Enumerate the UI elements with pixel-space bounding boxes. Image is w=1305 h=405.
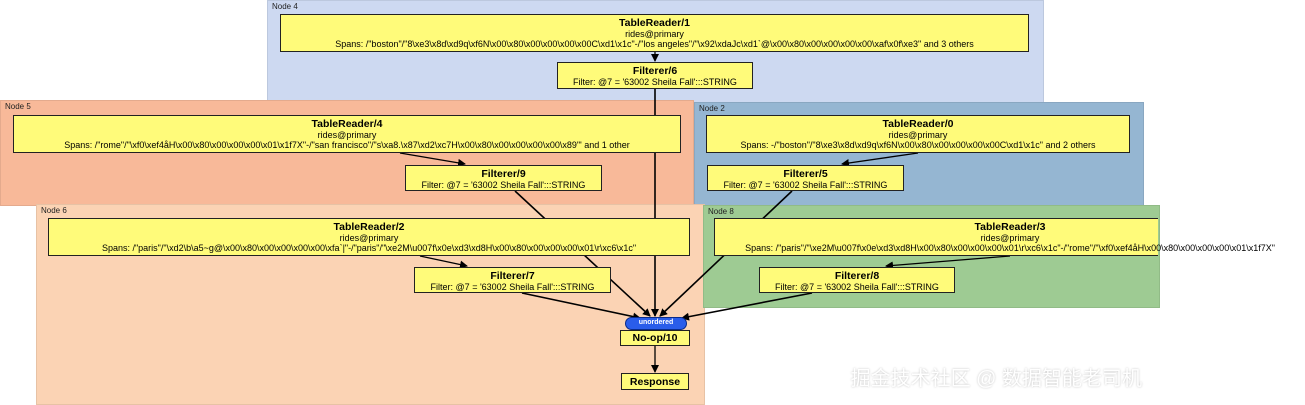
node-title: TableReader/3 xyxy=(974,221,1046,233)
node-spans: Spans: /"boston"/"8\xe3\x8d\xd9q\xf6N\x0… xyxy=(335,39,974,49)
edge-tr2-f7 xyxy=(419,255,468,269)
edge-layer xyxy=(399,52,1011,373)
node-title: TableReader/0 xyxy=(882,118,954,130)
node-title: Filterer/7 xyxy=(490,270,535,282)
node-index: rides@primary xyxy=(339,233,399,243)
node-title: Response xyxy=(629,376,681,388)
node-filter: Filter: @7 = '63002 Sheila Fall':::STRIN… xyxy=(430,282,595,292)
table-reader-3: TableReader/3 rides@primary Spans: /"par… xyxy=(714,218,1275,256)
filterer-5: Filterer/5 Filter: @7 = '63002 Sheila Fa… xyxy=(707,165,904,191)
badge-label: unordered xyxy=(638,319,674,326)
node-filter: Filter: @7 = '63002 Sheila Fall':::STRIN… xyxy=(573,77,737,87)
unordered-badge: unordered xyxy=(625,317,687,330)
region-label: Node 8 xyxy=(708,207,734,216)
watermark: 掘金技术社区 @ 数据智能老司机 xyxy=(850,368,1142,390)
node-spans: Spans: /"rome"/"\xf0\xef4åH\x00\x80\x00\… xyxy=(64,140,630,150)
node-index: rides@primary xyxy=(980,233,1040,243)
filterer-8: Filterer/8 Filter: @7 = '63002 Sheila Fa… xyxy=(759,267,955,293)
node-title: TableReader/2 xyxy=(333,221,405,233)
table-reader-4: TableReader/4 rides@primary Spans: /"rom… xyxy=(13,115,681,153)
response-node: Response xyxy=(621,373,689,390)
edge-tr4-f9 xyxy=(399,152,466,167)
filterer-7: Filterer/7 Filter: @7 = '63002 Sheila Fa… xyxy=(414,267,611,293)
table-reader-1: TableReader/1 rides@primary Spans: /"bos… xyxy=(280,14,1029,52)
node-spans: Spans: -/"boston"/"8\xe3\x8d\xd9q\xf6N\x… xyxy=(740,140,1096,150)
node-title: Filterer/6 xyxy=(632,65,678,77)
noop-10: No-op/10 xyxy=(620,330,690,346)
node-index: rides@primary xyxy=(317,130,377,140)
node-index: rides@primary xyxy=(625,29,684,39)
node-spans: Spans: /"paris"/"\xd2\b\a5~g@\x00\x80\x0… xyxy=(101,243,637,253)
node-title: Filterer/9 xyxy=(481,168,526,180)
node-title: No-op/10 xyxy=(632,332,678,344)
edge-tr3-f8 xyxy=(885,255,1011,270)
table-reader-0: TableReader/0 rides@primary Spans: -/"bo… xyxy=(706,115,1130,153)
filterer-9: Filterer/9 Filter: @7 = '63002 Sheila Fa… xyxy=(405,165,602,191)
node-filter: Filter: @7 = '63002 Sheila Fall':::STRIN… xyxy=(775,282,939,292)
node-title: TableReader/1 xyxy=(618,17,690,29)
node-index: rides@primary xyxy=(888,130,948,140)
region-label: Node 6 xyxy=(41,206,67,215)
region-label: Node 4 xyxy=(272,2,298,11)
node-title: Filterer/5 xyxy=(783,168,828,180)
node-filter: Filter: @7 = '63002 Sheila Fall':::STRIN… xyxy=(723,180,888,190)
region-label: Node 2 xyxy=(699,104,725,113)
node-title: TableReader/4 xyxy=(311,118,383,130)
node-title: Filterer/8 xyxy=(834,270,880,282)
region-label: Node 5 xyxy=(5,102,31,111)
filterer-6: Filterer/6 Filter: @7 = '63002 Sheila Fa… xyxy=(557,62,753,89)
node-filter: Filter: @7 = '63002 Sheila Fall':::STRIN… xyxy=(421,180,586,190)
edge-f7-noop xyxy=(521,292,641,321)
edge-f8-noop xyxy=(681,292,813,321)
node-spans: Spans: /"paris"/"\xe2M\u007f\x0e\xd3\xd8… xyxy=(745,243,1275,253)
edge-tr0-f5 xyxy=(841,152,919,167)
table-reader-2: TableReader/2 rides@primary Spans: /"par… xyxy=(48,218,690,256)
